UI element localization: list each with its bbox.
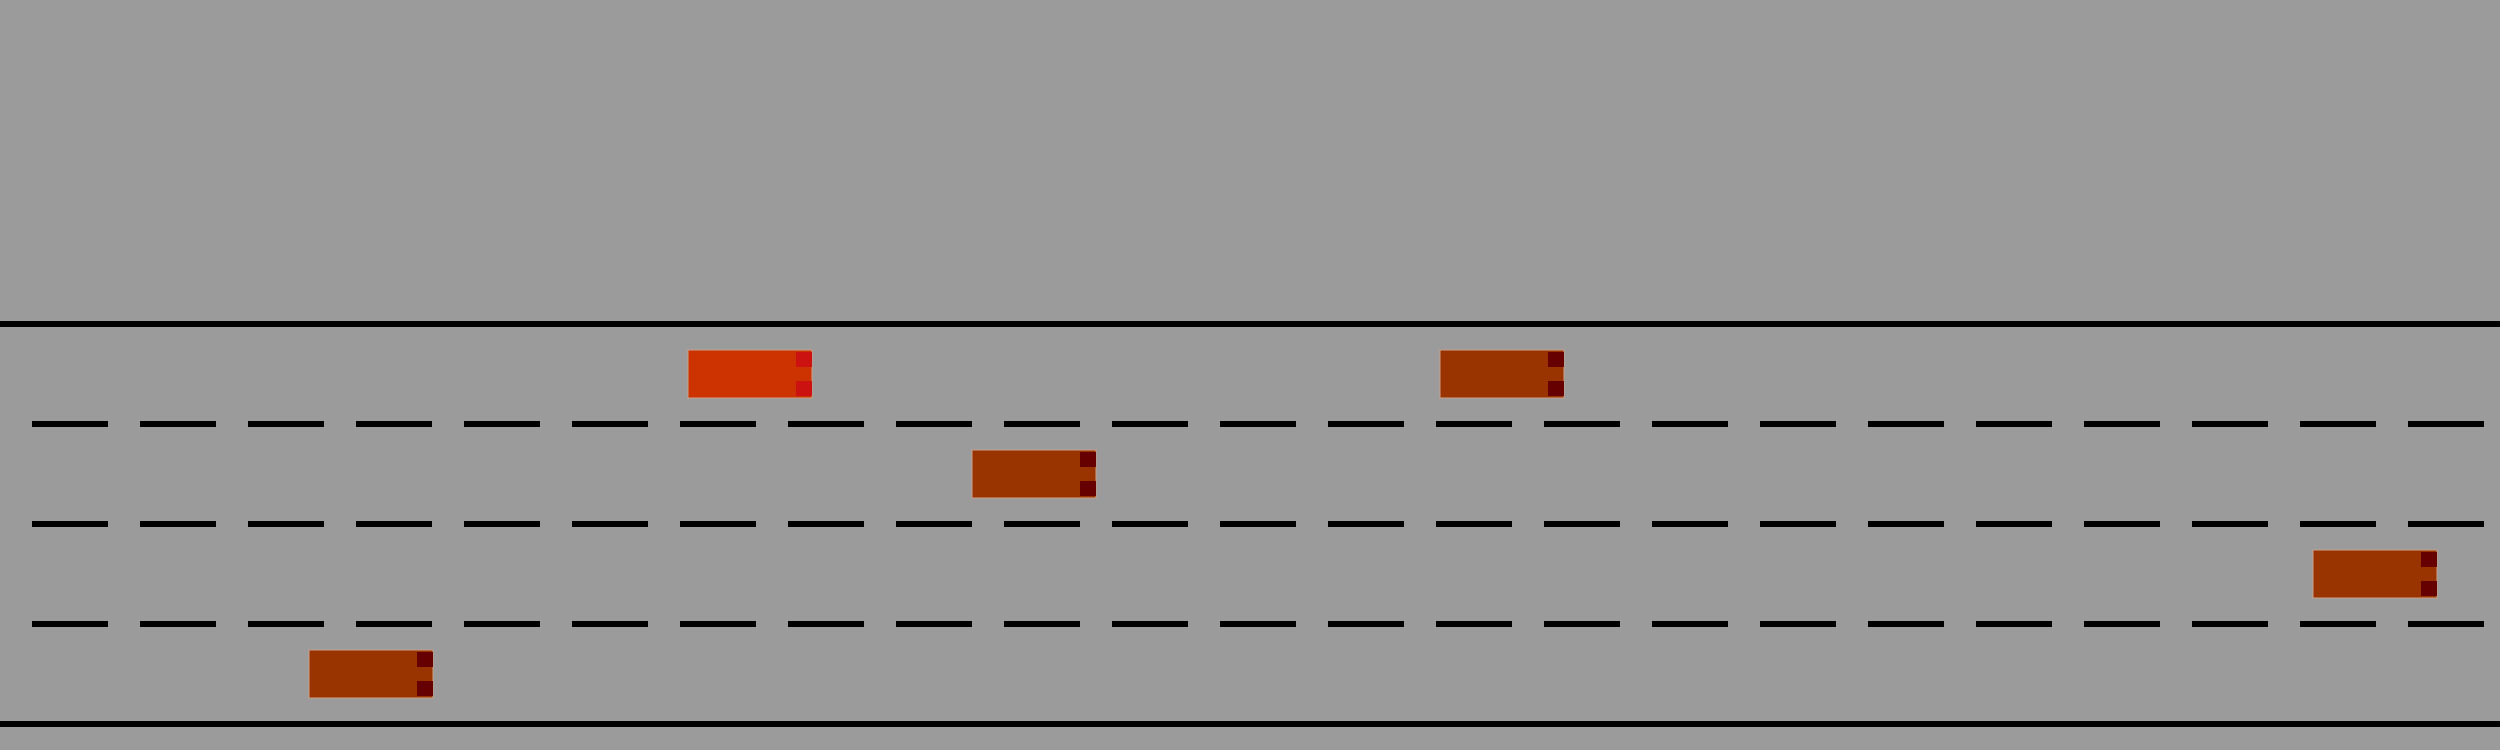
other-vehicle-2 [971, 449, 1097, 499]
vehicle-body [308, 649, 434, 699]
vehicle-body [687, 349, 813, 399]
other-vehicle-1 [1439, 349, 1565, 399]
headlight-right [1548, 381, 1564, 396]
vehicles-layer [308, 349, 2438, 699]
headlight-left [796, 352, 812, 367]
headlight-right [796, 381, 812, 396]
road-markings [0, 321, 2500, 727]
vehicle-body [971, 449, 1097, 499]
headlight-left [1548, 352, 1564, 367]
other-vehicle-4 [308, 649, 434, 699]
headlight-right [1080, 481, 1096, 496]
vehicle-body [2312, 549, 2438, 599]
ego-vehicle [687, 349, 813, 399]
headlight-right [417, 681, 433, 696]
headlight-left [2421, 552, 2437, 567]
vehicle-body [1439, 349, 1565, 399]
headlight-left [1080, 452, 1096, 467]
other-vehicle-3 [2312, 549, 2438, 599]
headlight-right [2421, 581, 2437, 596]
headlight-left [417, 652, 433, 667]
